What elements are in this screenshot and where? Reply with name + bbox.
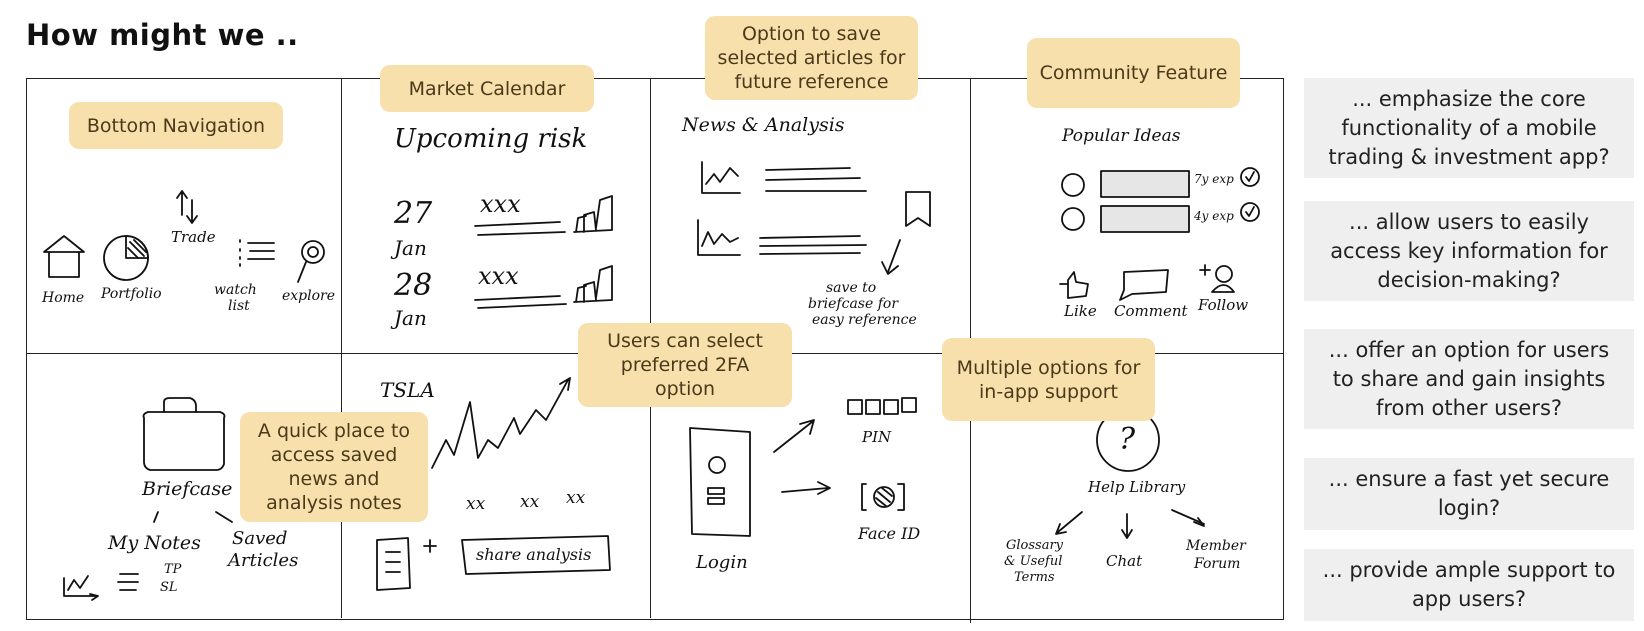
share-analysis-button: share analysis: [476, 545, 592, 564]
sticky-in-app-support: Multiple options for in-app support: [942, 338, 1155, 421]
forum-label: Forum: [1194, 556, 1241, 572]
follow-label: Follow: [1198, 296, 1249, 314]
comment-label: Comment: [1114, 302, 1188, 320]
nav-portfolio-label: Portfolio: [101, 286, 162, 302]
nav-list-label: list: [228, 298, 250, 314]
community-heading: Popular Ideas: [1062, 126, 1181, 146]
news-save-line-1: save to: [826, 280, 877, 296]
help-question-mark: ?: [1119, 422, 1136, 457]
tsla-chart: [376, 377, 611, 591]
calendar-x-2: xxx: [478, 262, 519, 290]
calendar-month-2: Jan: [394, 306, 427, 330]
watchlist-icon: [239, 239, 275, 267]
tp-label: TP: [164, 562, 182, 577]
saved-label-1: Saved: [232, 528, 288, 549]
pie-chart-icon: [103, 235, 149, 281]
help-library-label: Help Library: [1088, 478, 1186, 496]
pin-label: PIN: [862, 428, 892, 446]
chat-label: Chat: [1106, 552, 1143, 570]
nav-home-label: Home: [42, 290, 85, 306]
nav-watch-label: watch: [214, 282, 257, 298]
saved-label-2: Articles: [228, 550, 299, 571]
briefcase-label: Briefcase: [142, 478, 233, 500]
calendar-day-2: 28: [394, 268, 433, 303]
my-notes-label: My Notes: [108, 532, 201, 554]
question-5: ... provide ample support to app users?: [1304, 549, 1634, 621]
divider-1: [341, 78, 342, 618]
glossary-label-1: Glossary: [1006, 538, 1064, 553]
news-lines: [697, 161, 931, 275]
login-icons: [689, 397, 917, 537]
briefcase-icon: [63, 397, 233, 601]
tsla-x-2: xx: [520, 492, 540, 512]
sticky-market-calendar: Market Calendar: [380, 65, 594, 112]
community-exp-1: 7y exp: [1194, 172, 1234, 186]
question-1: ... emphasize the core functionality of …: [1304, 78, 1634, 178]
sticky-quick-place: A quick place to access saved news and a…: [240, 412, 428, 522]
calendar-heading: Upcoming risk: [394, 124, 588, 154]
member-label: Member: [1186, 538, 1246, 554]
glossary-label-3: Terms: [1014, 570, 1055, 585]
news-save-line-3: easy reference: [812, 312, 917, 328]
face-id-label: Face ID: [858, 524, 921, 543]
sticky-community-feature: Community Feature: [1027, 38, 1240, 108]
calendar-month-1: Jan: [394, 236, 427, 260]
page-title: How might we ..: [26, 18, 299, 52]
tsla-ticker: TSLA: [380, 378, 435, 402]
sl-label: SL: [160, 580, 178, 595]
calendar-x-1: xxx: [480, 190, 521, 218]
question-4: ... ensure a fast yet secure login?: [1304, 458, 1634, 530]
question-3: ... offer an option for users to share a…: [1304, 329, 1634, 429]
news-save-line-2: briefcase for: [808, 296, 899, 312]
magnifier-icon: [297, 240, 325, 283]
calendar-lines: [474, 195, 613, 309]
login-label: Login: [696, 552, 748, 573]
community-items: [1059, 167, 1260, 301]
sticky-2fa-option: Users can select preferred 2FA option: [578, 323, 792, 407]
like-label: Like: [1064, 302, 1097, 320]
help-library-icons: [1055, 408, 1205, 539]
news-heading: News & Analysis: [682, 114, 845, 136]
nav-explore-label: explore: [282, 288, 336, 304]
glossary-label-2: & Useful: [1004, 554, 1063, 569]
tsla-x-1: xx: [466, 494, 486, 514]
tsla-x-3: xx: [566, 488, 586, 508]
sticky-bottom-navigation: Bottom Navigation: [69, 102, 283, 149]
nav-trade-label: Trade: [171, 228, 216, 246]
community-exp-2: 4y exp: [1194, 209, 1234, 223]
home-icon: [43, 235, 85, 278]
sticky-save-articles: Option to save selected articles for fut…: [705, 16, 918, 100]
calendar-day-1: 27: [394, 196, 433, 231]
question-2: ... allow users to easily access key inf…: [1304, 201, 1634, 301]
sketch-frame: [26, 78, 1284, 620]
trade-arrows-icon: [176, 190, 198, 224]
